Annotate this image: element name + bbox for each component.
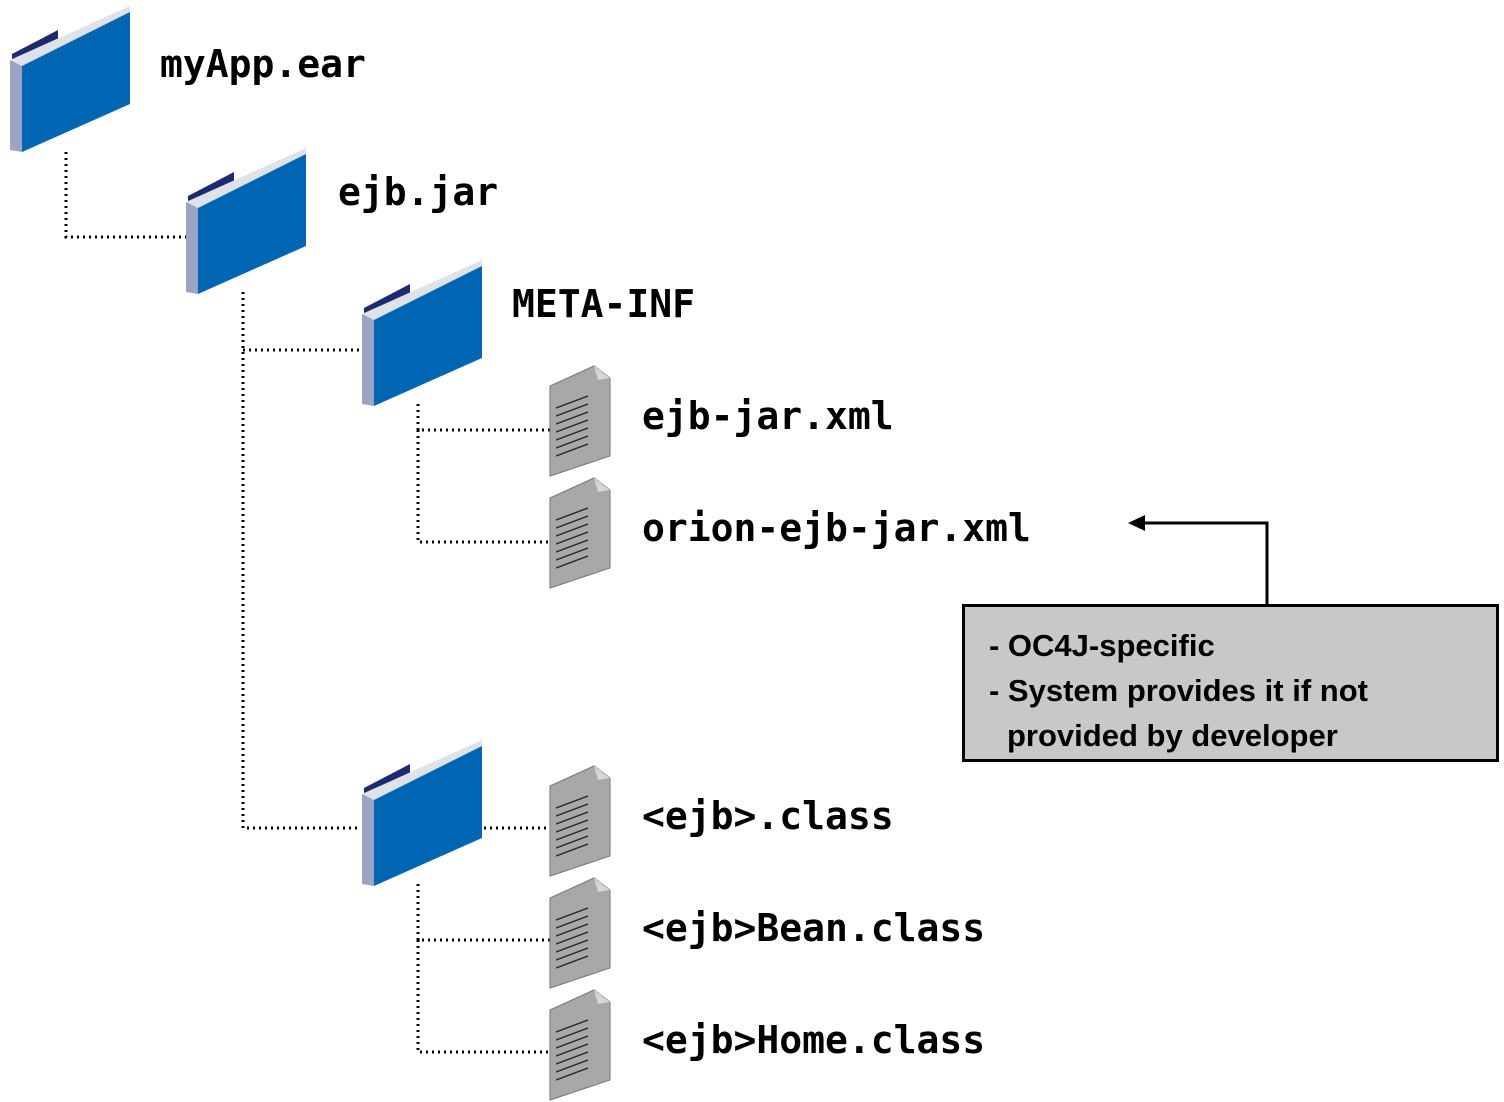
- root-label: myApp.ear: [160, 42, 366, 86]
- document-icon[interactable]: [548, 876, 612, 990]
- document-icon[interactable]: [548, 764, 612, 878]
- callout-line-2: - System provides it if not: [989, 673, 1368, 708]
- home-class-label: <ejb>Home.class: [642, 1018, 986, 1062]
- orion-xml-label: orion-ejb-jar.xml: [642, 506, 1031, 550]
- folder-icon[interactable]: [360, 738, 484, 886]
- callout-box: - OC4J-specific - System provides it if …: [962, 604, 1499, 762]
- bean-class-label: <ejb>Bean.class: [642, 906, 986, 950]
- folder-icon[interactable]: [184, 146, 308, 294]
- document-icon[interactable]: [548, 988, 612, 1102]
- folder-icon[interactable]: [360, 258, 484, 406]
- jar-label: ejb.jar: [338, 170, 499, 214]
- document-icon[interactable]: [548, 364, 612, 478]
- folder-icon[interactable]: [8, 4, 132, 152]
- ejb-class-label: <ejb>.class: [642, 794, 894, 838]
- callout-line-1: - OC4J-specific: [989, 628, 1215, 663]
- callout-line-3: provided by developer: [1007, 718, 1338, 753]
- ejb-jar-xml-label: ejb-jar.xml: [642, 394, 894, 438]
- document-icon[interactable]: [548, 476, 612, 590]
- callout-arrow: [1140, 521, 1269, 604]
- meta-inf-label: META-INF: [512, 282, 696, 326]
